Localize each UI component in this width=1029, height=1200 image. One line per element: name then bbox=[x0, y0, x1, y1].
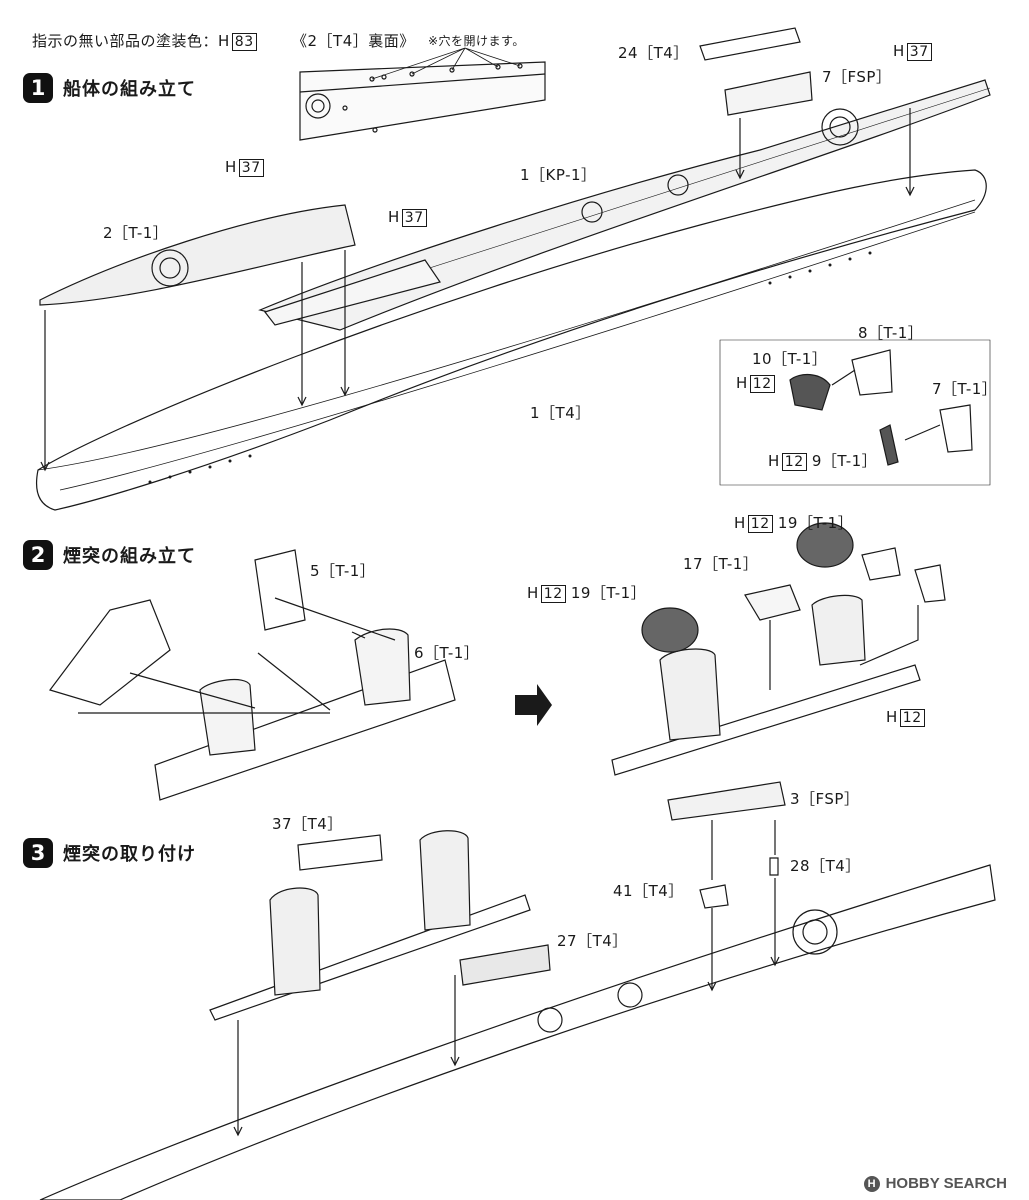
part-1kp-label: 1［KP-1］ bbox=[520, 166, 597, 184]
part-17-label: 17［T-1］ bbox=[683, 555, 759, 573]
h12-b-box: 12 bbox=[781, 453, 807, 471]
paint-code-box: 83 bbox=[231, 33, 257, 51]
h12-d-box: 12 bbox=[540, 585, 566, 603]
step-3-heading: 3 煙突の取り付け bbox=[23, 838, 196, 868]
step-3-title: 煙突の取り付け bbox=[63, 844, 196, 865]
part-24-label: 24［T4］ bbox=[618, 44, 689, 62]
watermark-logo-icon: H bbox=[863, 1175, 880, 1192]
h37-stern-box: 37 bbox=[906, 43, 932, 61]
step-3-number: 3 bbox=[23, 838, 53, 868]
hull-underside-view bbox=[299, 47, 546, 141]
part-10-label: 10［T-1］ bbox=[752, 350, 828, 368]
watermark-text: HOBBY SEARCH bbox=[885, 1175, 1007, 1192]
part-2t1-label: 2［T-1］ bbox=[103, 224, 169, 242]
part-1t4-label: 1［T4］ bbox=[530, 404, 591, 422]
part-7t1-label: 7［T-1］ bbox=[932, 380, 998, 398]
hull-assembly bbox=[35, 27, 991, 511]
underside-title: 《2［T4］裏面》 bbox=[292, 32, 415, 50]
hole-note: ※穴を開けます。 bbox=[428, 34, 525, 48]
watermark: H HOBBY SEARCH bbox=[863, 1175, 1007, 1192]
part-19a-label: 19［T-1］ bbox=[777, 514, 854, 532]
h12-a-box: 12 bbox=[749, 375, 775, 393]
step-1-heading: 1 船体の組み立て bbox=[23, 73, 196, 103]
part-19b-label: 19［T-1］ bbox=[570, 584, 647, 602]
paint-note-text: 指示の無い部品の塗装色：H bbox=[32, 32, 230, 50]
part-9-label: 9［T-1］ bbox=[811, 452, 878, 470]
step-2-number: 2 bbox=[23, 540, 53, 570]
funnel-assembly bbox=[49, 522, 946, 801]
part-7fsp-label: 7［FSP］ bbox=[822, 68, 892, 86]
step-2-title: 煙突の組み立て bbox=[63, 546, 196, 567]
part-3fsp-label: 3［FSP］ bbox=[790, 790, 860, 808]
part-37-label: 37［T4］ bbox=[272, 815, 343, 833]
h12-e-box: 12 bbox=[899, 709, 925, 727]
part-8-label: 8［T-1］ bbox=[858, 324, 924, 342]
h37-mid-box: 37 bbox=[401, 209, 427, 227]
step-1-title: 船体の組み立て bbox=[63, 79, 196, 100]
h12-c-box: 12 bbox=[747, 515, 773, 533]
step-1-number: 1 bbox=[23, 73, 53, 103]
part-28-label: 28［T4］ bbox=[790, 857, 861, 875]
part-5-label: 5［T-1］ bbox=[310, 562, 376, 580]
part-27-label: 27［T4］ bbox=[557, 932, 628, 950]
h37-bow-box: 37 bbox=[238, 159, 264, 177]
funnel-installation bbox=[39, 781, 996, 1200]
part-41-label: 41［T4］ bbox=[613, 882, 684, 900]
step-2-heading: 2 煙突の組み立て bbox=[23, 540, 196, 570]
part-6-label: 6［T-1］ bbox=[414, 644, 480, 662]
